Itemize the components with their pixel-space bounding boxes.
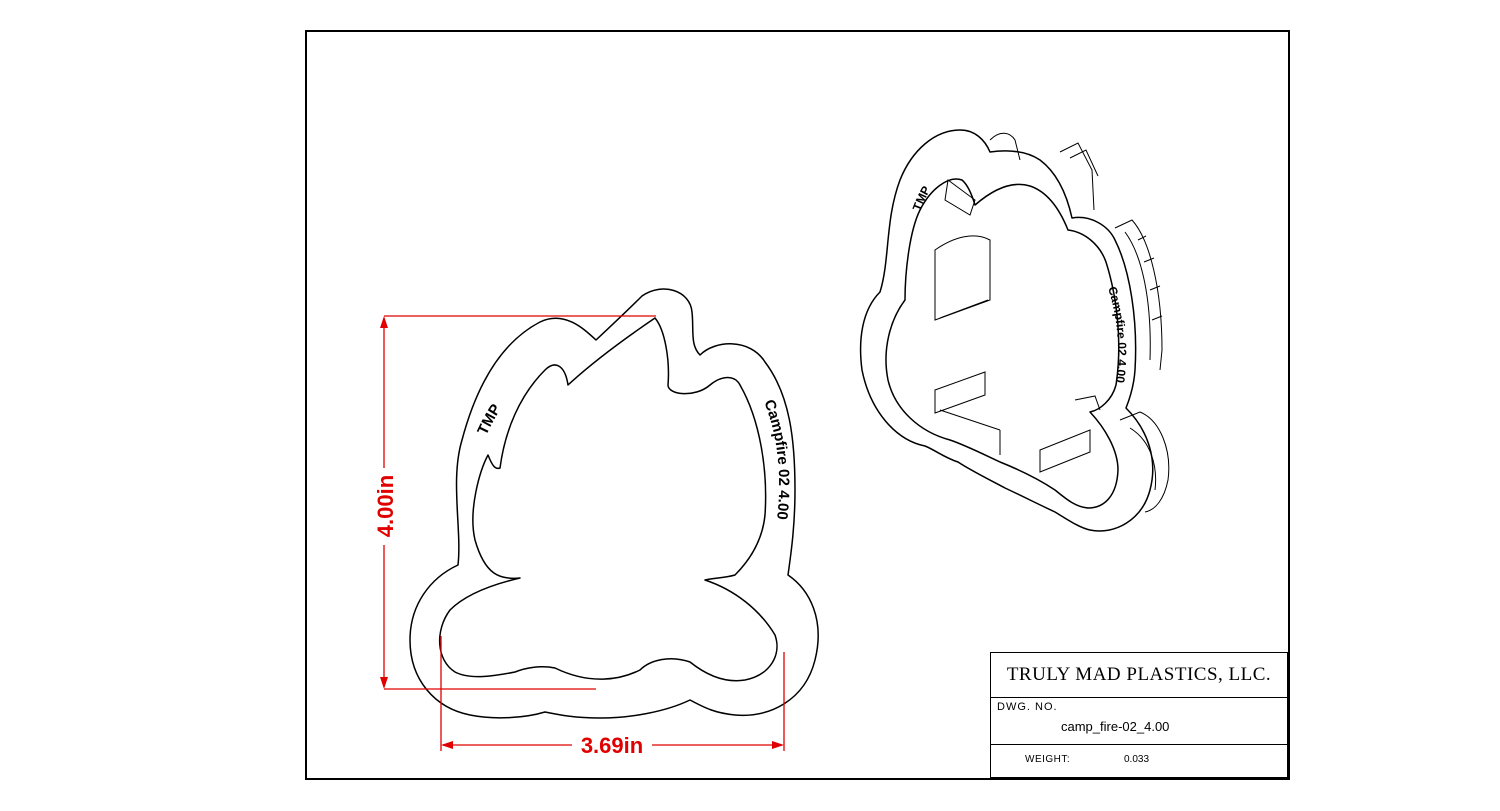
iso-depth-edge — [989, 132, 1021, 161]
width-arrow-right — [772, 741, 784, 749]
width-dimension: 3.69in — [440, 636, 785, 758]
iso-depth-ticks — [1137, 235, 1163, 321]
iso-inner-edge — [939, 299, 989, 319]
iso-inner-wall — [1039, 429, 1091, 473]
iso-depth-edge — [1059, 142, 1095, 211]
isometric-view: TMP Campfire 02 4.00 — [859, 129, 1170, 532]
width-dimension-label: 3.69in — [581, 733, 643, 758]
iso-depth-edge — [1069, 149, 1099, 177]
width-arrow-left — [441, 741, 453, 749]
sheet-border — [305, 30, 1290, 780]
iso-inner-outline — [885, 178, 1120, 509]
iso-inner-edge — [1074, 395, 1101, 411]
cutter-inner-outline — [438, 317, 778, 682]
iso-engrave-name-text: Campfire 02 4.00 — [1105, 285, 1129, 384]
iso-engrave-brand-text: TMP — [910, 184, 934, 213]
cutter-outer-outline — [409, 288, 819, 719]
height-dimension: 4.00in — [373, 315, 656, 690]
drawing-number-label: DWG. NO. — [997, 701, 1058, 713]
weight-value: 0.033 — [1124, 754, 1150, 765]
iso-depth-edge — [1114, 219, 1163, 371]
weight-cell: WEIGHT: 0.033 — [991, 745, 1287, 777]
iso-inner-wall — [934, 235, 991, 321]
height-arrow-bottom — [380, 677, 388, 689]
iso-inner-edge — [939, 409, 1001, 455]
iso-depth-edge — [1124, 231, 1151, 361]
title-block: TRULY MAD PLASTICS, LLC. DWG. NO. camp_f… — [990, 652, 1288, 778]
iso-inner-wall — [944, 179, 976, 216]
company-name: TRULY MAD PLASTICS, LLC. — [991, 653, 1287, 698]
drawing-number-value: camp_fire-02_4.00 — [1061, 719, 1170, 734]
engrave-brand-text: TMP — [474, 401, 504, 437]
height-dimension-label: 4.00in — [373, 475, 398, 537]
front-view: TMP Campfire 02 4.00 — [409, 288, 819, 719]
iso-depth-edge — [1119, 411, 1170, 513]
height-arrow-top — [380, 316, 388, 328]
iso-outer-outline — [859, 129, 1154, 532]
iso-inner-wall — [934, 371, 986, 414]
weight-label: WEIGHT: — [1025, 754, 1071, 765]
drawing-number-cell: DWG. NO. camp_fire-02_4.00 — [991, 698, 1287, 745]
